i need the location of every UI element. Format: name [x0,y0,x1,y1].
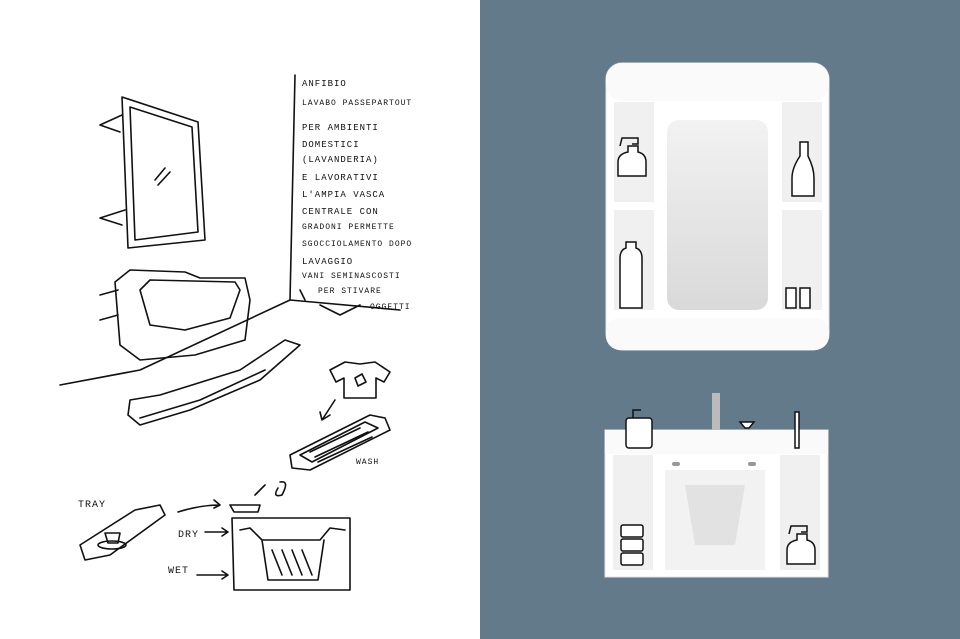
note-line: OGGETTI [370,303,411,312]
floor-wall-sketch [59,74,401,386]
note-line: L'AMPIA VASCA [302,190,386,200]
basin-sketch [99,269,251,361]
note-line: E LAVORATIVI [302,173,379,183]
mirror-sketch [99,96,206,249]
wash-board-sketch [289,414,391,471]
tray-label: TRAY [78,500,107,511]
spray-bottle-icon [786,533,816,565]
jar-icon [799,287,811,309]
note-line: PER AMBIENTI [302,123,379,133]
soap-dispenser-icon [625,417,653,449]
mirror [667,120,768,310]
tshirt-sketch [319,361,391,421]
jar-icon [785,287,797,309]
note-line: DOMESTICI [302,140,360,150]
note-line: LAVAGGIO [302,257,354,267]
note-line: LAVABO PASSEPARTOUT [302,99,413,108]
render-panel [480,0,960,639]
wet-label: WET [168,566,190,577]
sketch-panel: ANFIBIO LAVABO PASSEPARTOUT PER AMBIENTI… [59,74,413,591]
dry-label: DRY [178,530,200,541]
note-line: ANFIBIO [302,79,347,89]
note-line: (LAVANDERIA) [302,155,379,165]
note-line: SGOCCIOLAMENTO DOPO [302,240,413,249]
note-line: VANI SEMINASCOSTI [302,272,401,281]
product-render [604,62,830,578]
note-line: GRADONI PERMETTE [302,223,395,232]
toothbrush-icon [794,411,800,449]
tray-sketch [79,480,287,561]
spray-bottle-icon [617,145,647,177]
bottle-icon [619,241,643,309]
section-sketch [196,517,351,591]
bottles [617,137,815,309]
crocodile-tray-sketch [127,339,301,426]
sketch-drawing [59,74,401,591]
faucet [712,393,720,430]
vase-icon [791,141,815,197]
cup-icon [738,421,756,429]
note-line: CENTRALE CON [302,207,379,217]
wash-label: WASH [356,458,380,467]
note-line: PER STIVARE [318,287,382,296]
basin-items [620,409,816,566]
